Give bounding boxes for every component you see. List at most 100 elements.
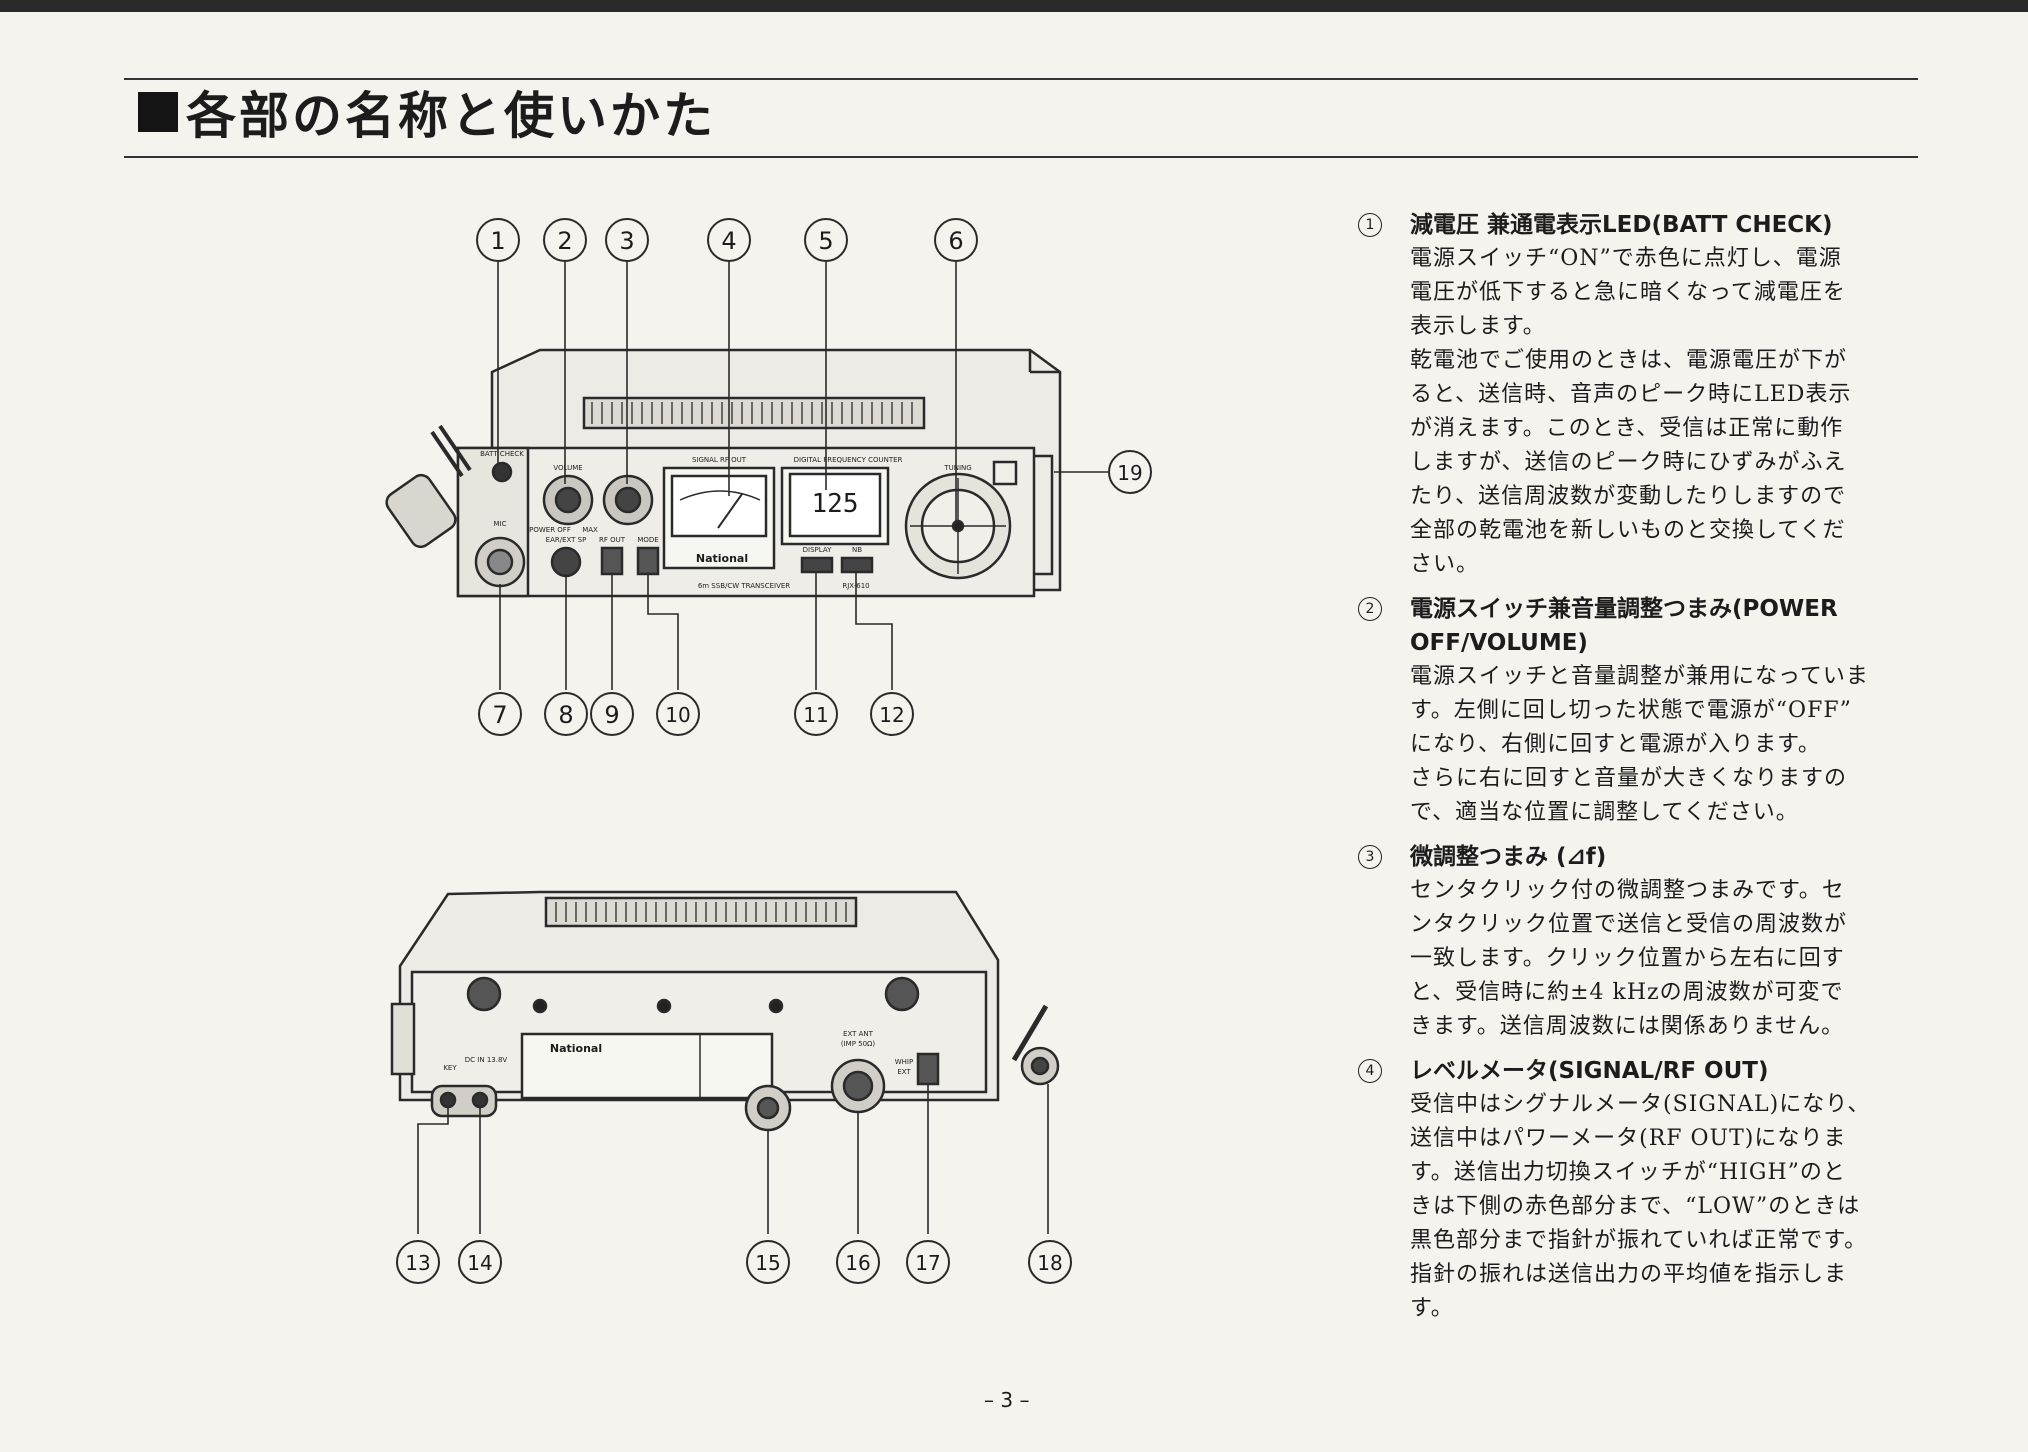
- dc-in-jack: [471, 1091, 489, 1109]
- callout-14-label: 14: [467, 1251, 492, 1275]
- page-number: – 3 –: [984, 1388, 1030, 1412]
- callout-2-label: 2: [557, 227, 572, 255]
- callout-7-label: 7: [492, 701, 507, 729]
- label-model: 6m SSB/CW TRANSCEIVER: [698, 582, 790, 590]
- callout-7: [478, 692, 522, 736]
- callout-11: [794, 692, 838, 736]
- callout-11-label: 11: [803, 703, 828, 727]
- label-digital-frequency-counter: DIGITAL FREQUENCY COUNTER: [794, 456, 903, 464]
- label-power-off: POWER OFF: [529, 526, 571, 534]
- title-square-mark: [138, 92, 178, 132]
- callout-18-label: 18: [1037, 1251, 1062, 1275]
- callout-6: [934, 218, 978, 262]
- label-ear-ext-sp: EAR/EXT SP: [546, 536, 587, 544]
- label-model-code: RJX-610: [842, 582, 869, 590]
- callout-3: [605, 218, 649, 262]
- callout-18: [1028, 1240, 1072, 1284]
- callout-12: [870, 692, 914, 736]
- callout-6-label: 6: [948, 227, 963, 255]
- label-batt-check: BATT CHECK: [480, 450, 524, 458]
- item-4: 4 レベルメータ(SIGNAL/RF OUT) 受信中はシグナルメータ(SIGN…: [1358, 1054, 1918, 1326]
- item-4-number: 4: [1358, 1059, 1382, 1083]
- callout-2: [543, 218, 587, 262]
- label-key: KEY: [443, 1064, 457, 1072]
- label-imp: (IMP 50Ω): [841, 1040, 876, 1048]
- label-dc-in: DC IN 13.8V: [465, 1056, 508, 1064]
- lock-indicator: [992, 460, 1018, 486]
- label-max: MAX: [582, 526, 598, 534]
- item-1-body: 電源スイッチ“ON”で赤色に点灯し、電源 電圧が低下すると急に暗くなって減電圧を…: [1410, 246, 1852, 577]
- rear-brand-logo: National: [550, 1042, 602, 1055]
- callout-5-label: 5: [818, 227, 833, 255]
- rear-panel-figure: [390, 890, 1060, 1234]
- item-2-body: 電源スイッチと音量調整が兼用になっていま す。左側に回し切った状態で電源が“OF…: [1410, 664, 1869, 825]
- callout-12-label: 12: [879, 703, 904, 727]
- callout-9-label: 9: [604, 701, 619, 729]
- callout-15: [746, 1240, 790, 1284]
- display-readout: 125: [812, 489, 859, 519]
- ear-jack: [550, 546, 582, 578]
- display-switch: [800, 556, 834, 574]
- item-3: 3 微調整つまみ (⊿f) センタクリック付の微調整つまみです。セ ンタクリック…: [1358, 840, 1918, 1044]
- title-rule-top: [124, 78, 1918, 80]
- page-title: 各部の名称と使いかた: [138, 76, 716, 148]
- page-title-text: 各部の名称と使いかた: [186, 87, 716, 145]
- item-2: 2 電源スイッチ兼音量調整つまみ(POWER OFF/VOLUME) 電源スイッ…: [1358, 592, 1918, 830]
- item-2-number: 2: [1358, 597, 1382, 621]
- callout-8-label: 8: [558, 701, 573, 729]
- speaker-grille-rear: [544, 896, 858, 928]
- callout-17: [906, 1240, 950, 1284]
- callout-8: [544, 692, 588, 736]
- callout-13-label: 13: [405, 1251, 430, 1275]
- rear-screw-left: [466, 976, 502, 1012]
- batt-check-led: [491, 461, 513, 483]
- callout-13: [396, 1240, 440, 1284]
- label-display: DISPLAY: [803, 546, 832, 554]
- callout-10-label: 10: [665, 703, 690, 727]
- nb-switch: [840, 556, 874, 574]
- label-rf-out: RF OUT: [599, 536, 626, 544]
- label-mode: MODE: [637, 536, 658, 544]
- item-1-title: 減電圧 兼通電表示LED(BATT CHECK): [1410, 212, 1833, 238]
- callout-5: [804, 218, 848, 262]
- mode-switch: [636, 546, 660, 576]
- description-list: 1 減電圧 兼通電表示LED(BATT CHECK) 電源スイッチ“ON”で赤色…: [1358, 208, 1918, 1336]
- item-1-number: 1: [1358, 213, 1382, 237]
- callout-1-label: 1: [490, 227, 505, 255]
- item-3-title: 微調整つまみ (⊿f): [1410, 844, 1607, 870]
- callout-1: [476, 218, 520, 262]
- radio-figures: 1 2 3 4 5 6 7 8 9 10 11 12 19 13 14 15 1…: [385, 218, 1152, 1284]
- callout-15-label: 15: [755, 1251, 780, 1275]
- callout-9: [590, 692, 634, 736]
- front-brand-logo: National: [696, 552, 748, 565]
- label-tuning: TUNING: [943, 464, 971, 472]
- speaker-grille-top: [582, 396, 926, 430]
- top-edge: [0, 0, 2028, 12]
- item-4-title: レベルメータ(SIGNAL/RF OUT): [1410, 1058, 1769, 1084]
- item-1: 1 減電圧 兼通電表示LED(BATT CHECK) 電源スイッチ“ON”で赤色…: [1358, 208, 1918, 582]
- callout-4-label: 4: [721, 227, 736, 255]
- label-whip: WHIP: [895, 1058, 913, 1066]
- front-panel-figure: [385, 262, 1110, 690]
- title-rule-bottom: [124, 156, 1918, 158]
- item-3-number: 3: [1358, 845, 1382, 869]
- item-2-title: 電源スイッチ兼音量調整つまみ(POWER OFF/VOLUME): [1410, 596, 1838, 656]
- callout-14: [458, 1240, 502, 1284]
- rear-label-plate: [520, 1032, 774, 1100]
- item-3-body: センタクリック付の微調整つまみです。セ ンタクリック位置で送信と受信の周波数が …: [1410, 878, 1848, 1039]
- rear-screw-right: [884, 976, 920, 1012]
- callout-3-label: 3: [619, 227, 634, 255]
- callout-4: [707, 218, 751, 262]
- callout-16: [836, 1240, 880, 1284]
- whip-ext-switch: [916, 1052, 940, 1086]
- label-volume: VOLUME: [553, 464, 582, 472]
- key-jack: [439, 1091, 457, 1109]
- callout-10: [656, 692, 700, 736]
- item-4-body: 受信中はシグナルメータ(SIGNAL)になり、 送信中はパワーメータ(RF OU…: [1410, 1092, 1871, 1321]
- callout-17-label: 17: [915, 1251, 940, 1275]
- label-signal-rf-out: SIGNAL RF OUT: [692, 456, 747, 464]
- callout-19-label: 19: [1117, 461, 1142, 485]
- label-nb: NB: [852, 546, 862, 554]
- rf-out-switch: [600, 546, 624, 576]
- callout-16-label: 16: [845, 1251, 870, 1275]
